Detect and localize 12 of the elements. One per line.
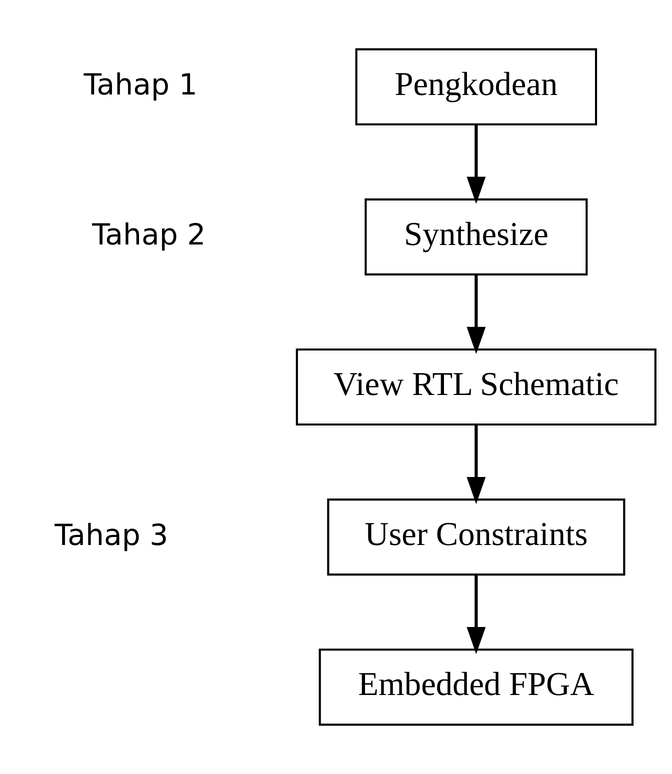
arrow [466,125,486,204]
node-box: Embedded FPGA [318,648,634,726]
node-box: Synthesize [364,198,588,276]
arrow [466,575,486,654]
label: Tahap 3 [54,518,168,552]
node-box: View RTL Schematic [296,348,656,426]
arrow [466,275,486,354]
label: Tahap 1 [84,68,198,102]
node-box: User Constraints [327,498,626,576]
node-box: Pengkodean [355,48,598,126]
label: Tahap 2 [92,218,206,252]
arrow [466,425,486,504]
